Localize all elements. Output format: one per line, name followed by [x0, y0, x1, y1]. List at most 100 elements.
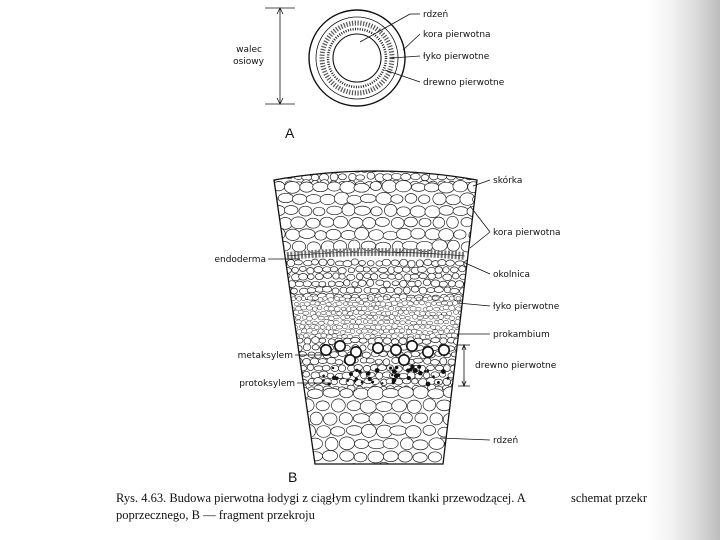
cell	[275, 364, 283, 371]
cell	[402, 301, 408, 305]
cell	[435, 267, 443, 274]
cell	[454, 230, 466, 239]
cell	[431, 360, 440, 366]
cell	[364, 302, 370, 306]
label-protoksylem: protoksylem	[239, 379, 295, 389]
cell	[400, 321, 405, 325]
cell	[265, 242, 277, 252]
cell	[395, 274, 402, 280]
cell	[347, 401, 361, 411]
cell	[478, 166, 487, 173]
cell	[322, 451, 337, 462]
cell	[466, 316, 472, 320]
cell	[443, 305, 449, 310]
cell	[450, 166, 460, 174]
cell	[340, 182, 356, 194]
cell	[299, 229, 315, 239]
label-prokambium: prokambium	[493, 330, 550, 340]
cell	[442, 166, 451, 172]
protoxylem-vessel	[355, 369, 358, 372]
cell	[296, 315, 301, 319]
cell	[313, 182, 328, 192]
cell	[404, 217, 417, 227]
protoxylem-vessel	[366, 371, 371, 376]
caption-line-1-continuation: schemat przekr	[571, 490, 647, 507]
cell	[328, 307, 334, 311]
cell	[299, 266, 306, 271]
cell	[280, 344, 287, 349]
cell	[341, 230, 356, 239]
cell	[349, 217, 363, 228]
cell	[338, 268, 346, 274]
cell	[423, 425, 436, 435]
cell	[314, 366, 323, 371]
cell	[362, 352, 370, 358]
protoxylem-vessel	[322, 379, 325, 382]
cell	[272, 280, 280, 287]
cell	[277, 325, 282, 329]
cell	[391, 334, 397, 339]
cell	[317, 306, 322, 310]
protoxylem-vessel	[413, 368, 418, 373]
label-walec-osiowy-1: walec	[236, 45, 262, 55]
cell	[319, 281, 326, 287]
cell	[371, 303, 376, 307]
metaxylem-vessel	[439, 345, 449, 355]
cell	[345, 320, 350, 324]
protoxylem-vessel	[361, 381, 364, 384]
cell	[400, 413, 412, 423]
cell	[356, 273, 363, 280]
cell	[269, 297, 274, 301]
cell	[453, 207, 468, 216]
cell	[328, 281, 335, 287]
cell-mesh	[263, 164, 490, 476]
label-kora-a: kora pierwotna	[423, 30, 491, 40]
cell	[276, 311, 282, 316]
cell	[378, 268, 387, 273]
cell	[383, 231, 398, 240]
cell	[439, 229, 454, 241]
cell	[366, 311, 371, 315]
cell	[471, 260, 478, 267]
cell	[469, 352, 476, 358]
cell	[293, 450, 309, 461]
cell	[414, 358, 423, 363]
cell	[424, 166, 433, 173]
cell	[363, 319, 367, 324]
cell	[431, 280, 440, 287]
cell	[413, 440, 428, 450]
cell	[398, 387, 414, 398]
cell	[466, 306, 472, 310]
cell	[390, 426, 407, 435]
cell	[435, 325, 440, 330]
cell	[467, 298, 472, 303]
cell	[432, 296, 438, 300]
cell	[433, 193, 446, 205]
cell	[368, 440, 385, 449]
cell	[338, 365, 345, 372]
cell	[475, 243, 489, 252]
cell	[271, 312, 276, 316]
cell	[428, 273, 436, 279]
cell	[354, 287, 361, 293]
cell	[392, 281, 399, 286]
cell	[274, 287, 282, 292]
cell	[323, 413, 337, 425]
cell	[416, 307, 421, 311]
label-drewno-a: drewno pierwotne	[423, 78, 505, 88]
protoxylem-vessel	[396, 373, 400, 377]
cell	[449, 316, 455, 320]
cell	[303, 281, 311, 287]
cell	[359, 338, 367, 343]
cell	[427, 321, 433, 325]
cell	[413, 325, 419, 330]
cell	[328, 339, 335, 345]
cell	[352, 371, 359, 378]
cell	[299, 310, 304, 314]
cell	[319, 259, 327, 266]
cell	[353, 414, 369, 423]
cell	[415, 166, 425, 173]
cell	[437, 464, 451, 476]
cell	[421, 175, 429, 181]
cell	[416, 260, 423, 267]
